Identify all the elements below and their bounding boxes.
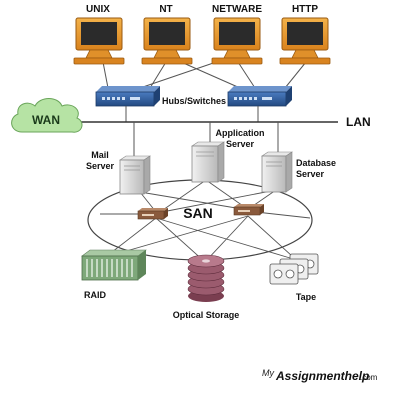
san-switch-right	[233, 204, 264, 216]
wire-http-hub	[284, 61, 307, 89]
keyboard	[211, 57, 263, 65]
wire-unix-hub	[102, 61, 109, 89]
keyboard	[73, 57, 125, 65]
hubs-switches-label: Hubs/Switches	[162, 96, 226, 106]
keyboard	[279, 57, 331, 65]
watermark-suffix: .com	[360, 373, 378, 382]
terminal-unix	[73, 17, 125, 65]
monitor-screen	[149, 22, 185, 45]
wire-netware-hub	[237, 61, 256, 89]
monitor-stand	[85, 49, 113, 59]
hub-top	[96, 86, 160, 92]
server-tower	[261, 155, 287, 193]
san-label: SAN	[183, 205, 213, 221]
cloud-shape	[11, 98, 83, 133]
wan-label: WAN	[32, 113, 60, 127]
optical-storage	[187, 254, 225, 302]
mail-server	[119, 155, 151, 195]
terminal-http	[279, 17, 331, 65]
monitor-stand	[153, 49, 181, 59]
db-server-label-line2: Server	[296, 169, 325, 179]
monitor-screen	[219, 22, 255, 45]
server-tower	[119, 159, 145, 195]
monitor-stand	[291, 49, 319, 59]
database-server	[261, 151, 293, 193]
tape-label: Tape	[296, 292, 316, 302]
watermark-prefix: My	[262, 368, 274, 378]
san-switch-left	[137, 208, 168, 220]
terminal-netware	[211, 17, 263, 65]
raid-label: RAID	[84, 290, 106, 300]
tape-cartridge	[269, 263, 299, 285]
hub-side	[154, 86, 160, 106]
watermark-brand: Assignmenthelp	[275, 369, 369, 383]
monitor-screen	[287, 22, 323, 45]
san-mesh	[100, 179, 311, 263]
monitor-stand	[223, 49, 251, 59]
app-server-label-line1: Application	[216, 128, 265, 138]
hub-switch-left	[95, 86, 160, 107]
lan-label: LAN	[346, 115, 371, 129]
terminal-label-netware: NETWARE	[212, 4, 262, 15]
terminal-label-nt: NT	[159, 4, 172, 15]
terminal-label-unix: UNIX	[86, 4, 110, 15]
hub-switch-right	[227, 86, 292, 107]
terminal-wires	[102, 57, 307, 89]
monitor-screen	[81, 22, 117, 45]
wan-cloud: WAN	[11, 98, 83, 133]
hub-top	[228, 86, 292, 92]
tape-library	[269, 253, 319, 285]
db-server-label-line1: Database	[296, 158, 336, 168]
raid-front	[81, 255, 139, 281]
terminal-nt	[141, 17, 193, 65]
watermark-logo: My Assignmenthelp .com	[262, 368, 378, 383]
application-server	[191, 141, 225, 183]
app-server-label-line2: Server	[226, 139, 255, 149]
raid-array	[81, 249, 147, 281]
mail-server-label-line1: Mail	[91, 150, 109, 160]
optical-storage-label: Optical Storage	[173, 310, 240, 320]
terminal-label-http: HTTP	[292, 4, 318, 15]
server-tower	[191, 145, 219, 183]
keyboard	[141, 57, 193, 65]
mail-server-label-line2: Server	[86, 161, 115, 171]
hub-side	[286, 86, 292, 106]
